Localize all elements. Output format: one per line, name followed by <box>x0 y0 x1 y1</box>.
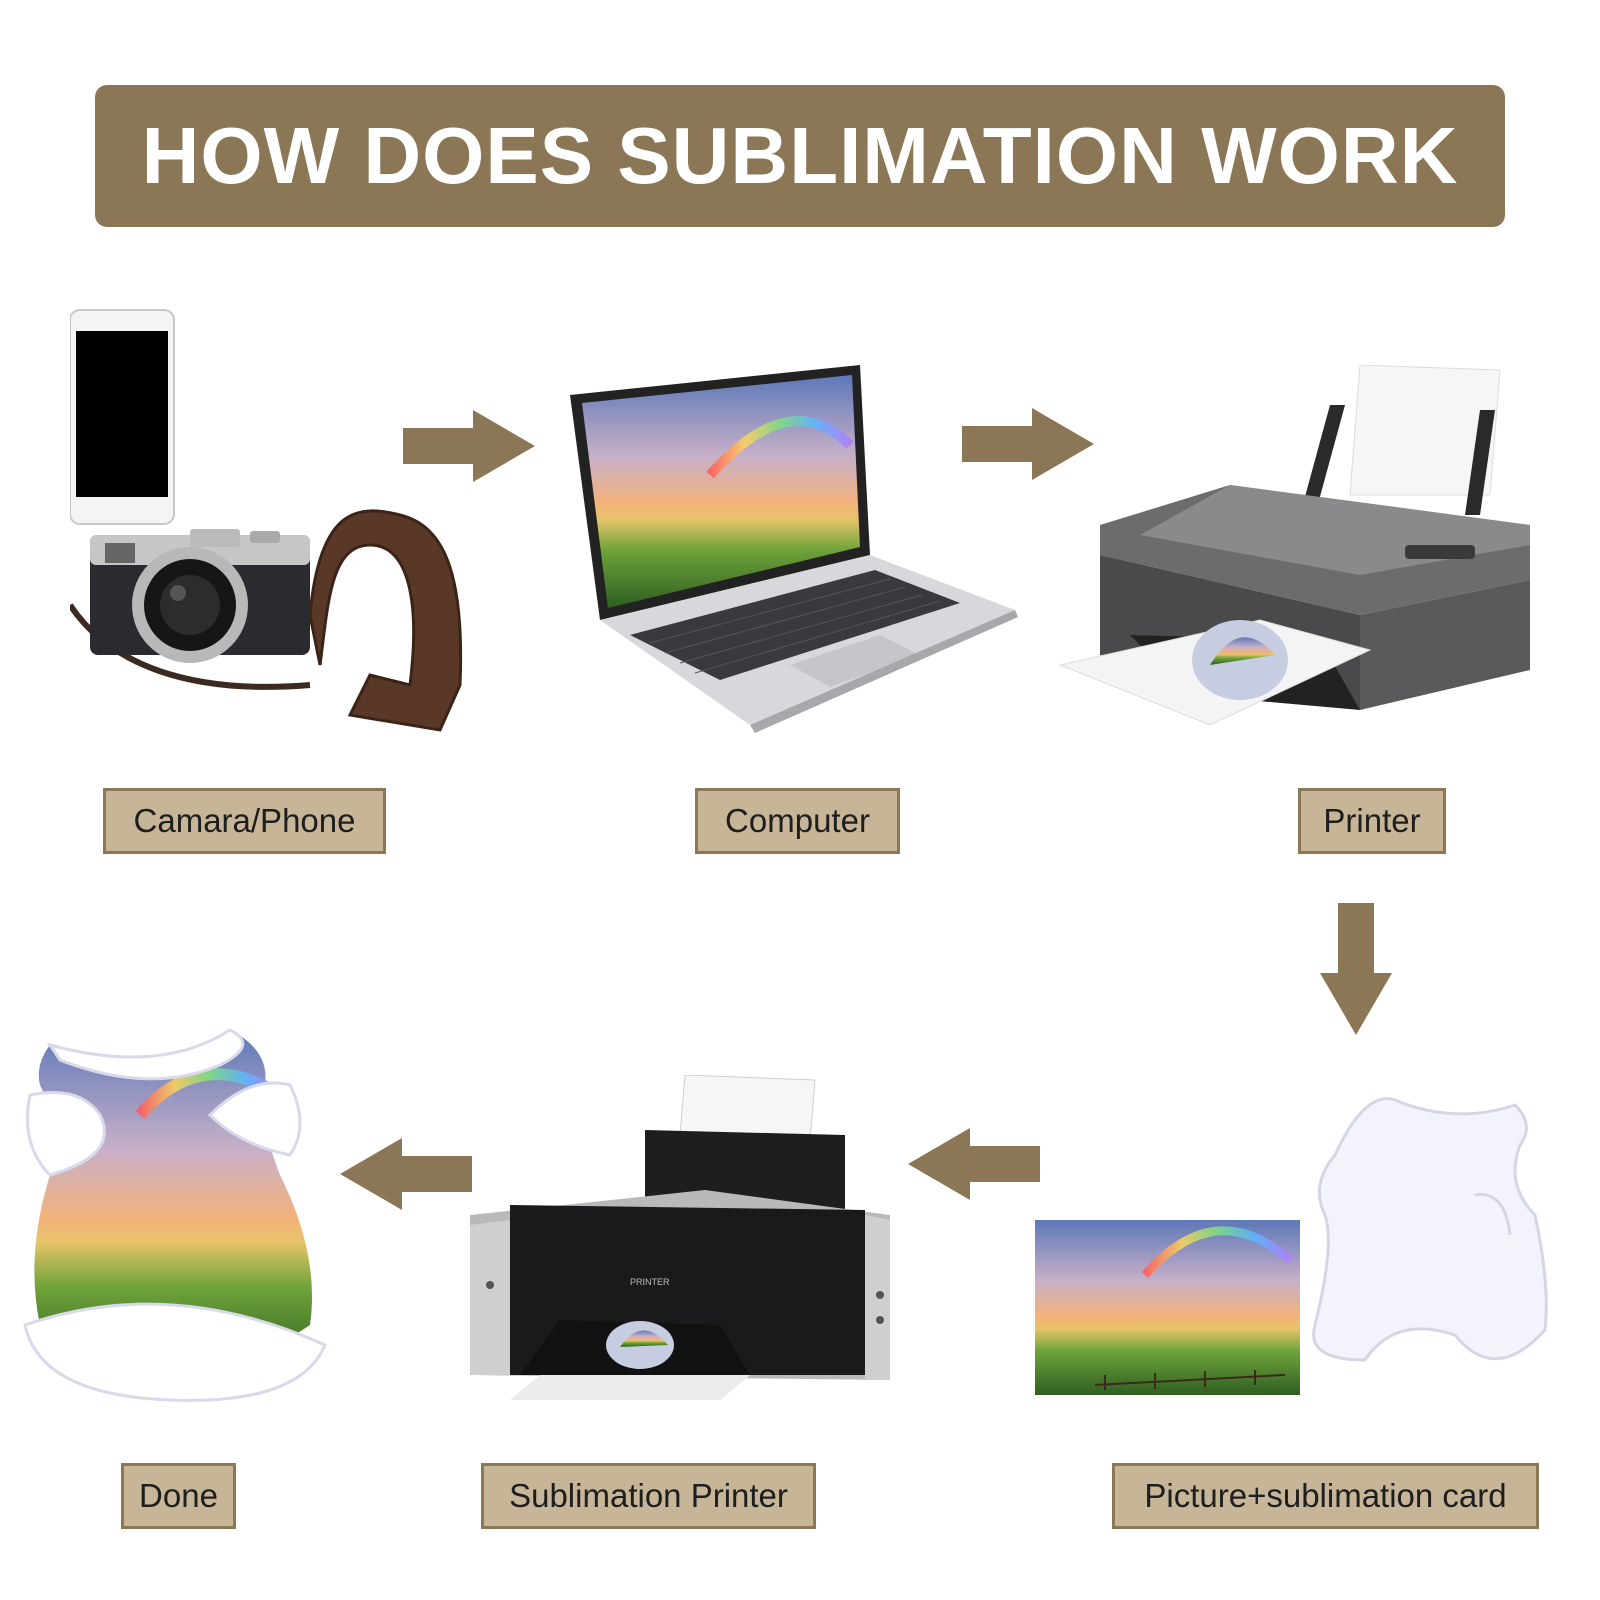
label-picture-sublimation-card: Picture+sublimation card <box>1112 1463 1539 1529</box>
svg-text:PRINTER: PRINTER <box>630 1277 670 1287</box>
label-printer: Printer <box>1298 788 1446 854</box>
title-banner: HOW DOES SUBLIMATION WORK <box>95 85 1505 227</box>
sublimation-printer-icon: PRINTER <box>470 1074 910 1400</box>
arrow-right-icon <box>403 410 535 482</box>
page-title: HOW DOES SUBLIMATION WORK <box>141 111 1459 200</box>
arrow-left-icon <box>340 1138 472 1210</box>
printed-shirt-icon <box>20 1025 330 1420</box>
camera-phone-icon <box>67 305 480 755</box>
printer-icon <box>1058 364 1540 750</box>
laptop-icon <box>570 365 1025 735</box>
arrow-down-icon <box>1320 903 1392 1035</box>
label-camera-phone: Camara/Phone <box>103 788 386 854</box>
arrow-left-icon <box>908 1128 1040 1200</box>
arrow-right-icon <box>962 408 1094 480</box>
label-sublimation-printer: Sublimation Printer <box>481 1463 816 1529</box>
label-done: Done <box>121 1463 236 1529</box>
blank-shirt-and-picture-icon <box>1035 1085 1550 1405</box>
label-computer: Computer <box>695 788 900 854</box>
